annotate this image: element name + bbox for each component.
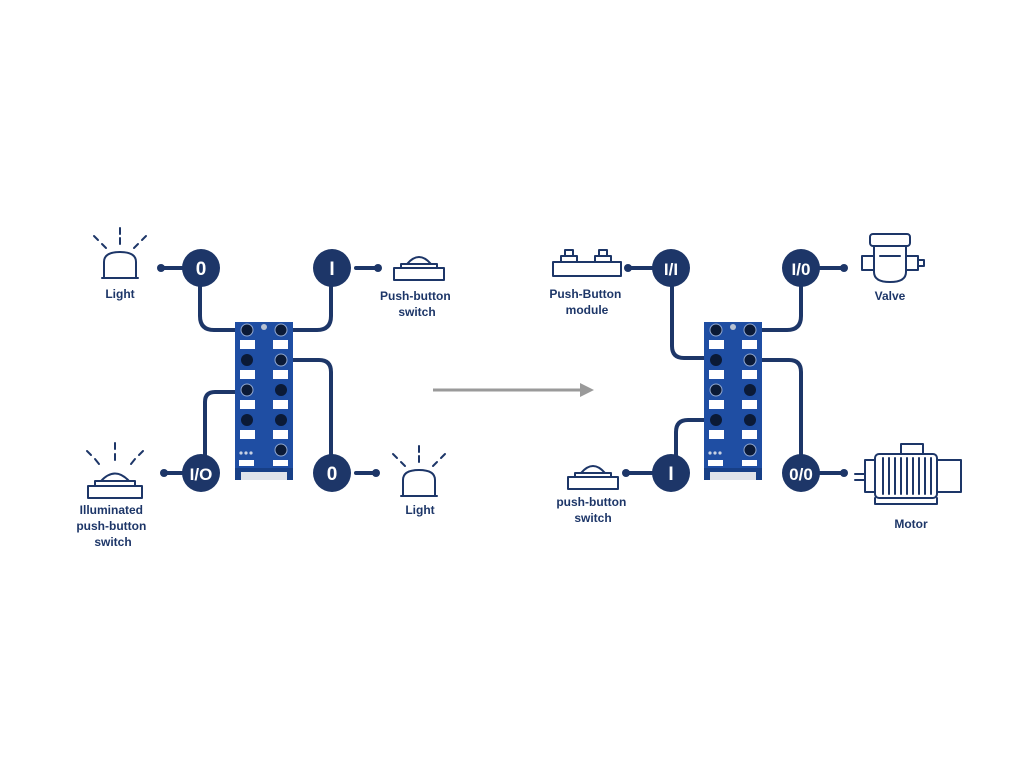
right-configuration: I/I I/0 I 0/0	[549, 233, 962, 531]
badge-text: I/O	[190, 465, 213, 484]
badge-text: 0/0	[789, 465, 813, 484]
badge-text: I/0	[792, 260, 811, 279]
beacon-light-icon	[392, 445, 446, 497]
signal-badge: 0	[182, 249, 220, 287]
badge-text: 0	[327, 464, 338, 485]
signal-badge: I/O	[182, 454, 220, 492]
label-push-button-switch: Push-button switch	[380, 289, 454, 319]
wire	[755, 285, 803, 332]
label-valve: Valve	[875, 289, 906, 303]
push-button-switch-icon	[567, 465, 619, 490]
label-light: Light	[105, 287, 134, 301]
signal-badge: I/0	[782, 249, 820, 287]
wire	[283, 358, 333, 457]
io-module	[703, 321, 763, 481]
wire	[674, 418, 717, 457]
label-push-button-switch: push-button switch	[556, 495, 629, 525]
motor-icon	[854, 443, 962, 505]
wire	[283, 285, 333, 332]
signal-badge: 0	[313, 454, 351, 492]
badge-text: I/I	[664, 260, 678, 279]
io-module	[234, 321, 294, 481]
signal-badge: I	[652, 454, 690, 492]
signal-badge: I/I	[652, 249, 690, 287]
left-configuration: 0 I I/O 0	[76, 227, 454, 549]
label-light: Light	[405, 503, 434, 517]
wire	[198, 285, 247, 332]
wire	[755, 358, 803, 457]
label-illuminated-push-button-switch: Illuminated push-button switch	[76, 503, 149, 549]
badge-text: 0	[196, 259, 207, 280]
valve-icon	[861, 233, 925, 283]
signal-badge: 0/0	[782, 454, 820, 492]
transition-arrow	[433, 383, 594, 397]
push-button-module-icon	[552, 249, 622, 277]
badge-text: I	[668, 464, 673, 485]
push-button-switch-icon	[393, 256, 445, 281]
beacon-light-icon	[93, 227, 147, 279]
illuminated-push-button-switch-icon	[86, 442, 144, 499]
wire	[203, 390, 247, 457]
wire	[670, 285, 717, 360]
signal-badge: I	[313, 249, 351, 287]
label-push-button-module: Push-Button module	[549, 287, 624, 317]
badge-text: I	[329, 259, 334, 280]
label-motor: Motor	[894, 517, 928, 531]
